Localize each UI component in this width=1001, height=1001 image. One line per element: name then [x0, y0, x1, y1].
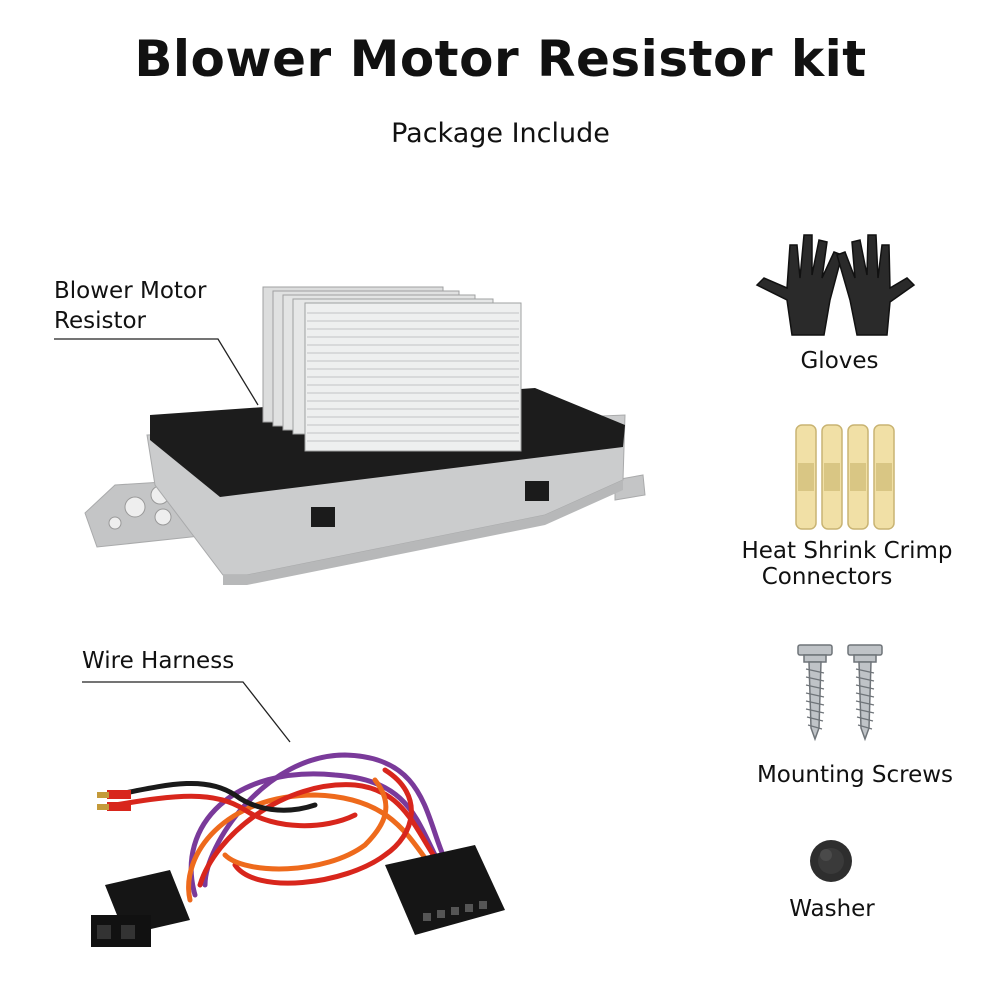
screws-label: Mounting Screws [756, 762, 954, 788]
resistor-label-line1: Blower Motor [54, 278, 207, 304]
connectors-label-line2: Connectors [761, 564, 893, 590]
page-subtitle: Package Include [391, 118, 610, 149]
gloves-icon [755, 234, 916, 336]
page-title: Blower Motor Resistor kit [134, 30, 867, 88]
washer-icon [810, 840, 852, 882]
connectors-label: Heat Shrink Crimp Connectors [732, 538, 962, 590]
resistor-label-line2: Resistor [54, 308, 146, 334]
harness-leader-line [82, 681, 291, 743]
resistor-icon [84, 286, 646, 585]
wire-harness-icon [91, 752, 505, 947]
connectors-label-line1: Heat Shrink Crimp [741, 538, 953, 564]
harness-label: Wire Harness [82, 648, 235, 674]
resistor-label: Blower Motor Resistor [54, 276, 206, 336]
screw-icon [797, 644, 883, 742]
crimp-connector-icon [795, 424, 895, 530]
washer-label: Washer [789, 896, 875, 922]
resistor-leader-line [54, 338, 259, 406]
gloves-label: Gloves [800, 348, 879, 374]
